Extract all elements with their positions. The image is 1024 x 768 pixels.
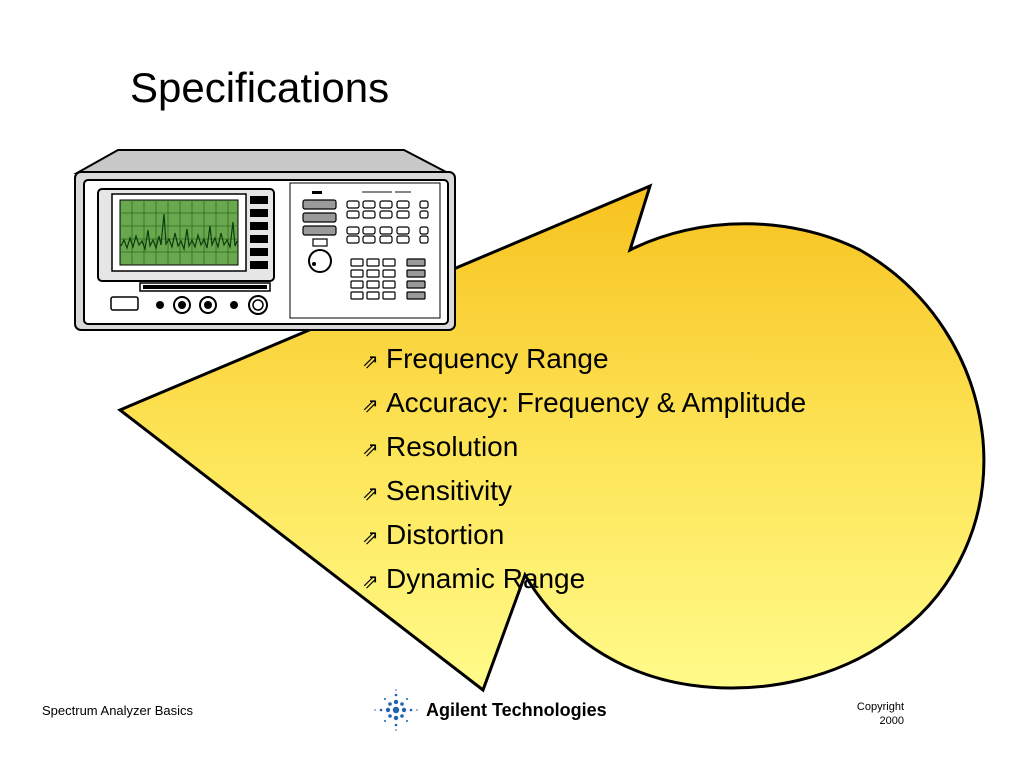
spectrum-trace [120,213,238,252]
bullet-text: Resolution [386,431,519,462]
logo-wordmark: Agilent Technologies [426,700,607,720]
arrow-up-right-icon: ⇗ [362,525,379,549]
bullet-list: ⇗ Frequency Range ⇗ Accuracy: Frequency & … [362,338,806,602]
bullet-text: Frequency Range [386,343,609,374]
arrow-up-right-icon: ⇗ [362,437,379,461]
tuning-knob [308,249,332,273]
list-item: ⇗ Dynamic Range [362,558,806,602]
list-item: ⇗ Frequency Range [362,338,806,382]
arrow-shape [117,183,986,693]
bullet-text: Accuracy: Frequency & Amplitude [386,387,807,418]
copyright-year: 2000 [879,715,904,727]
list-item: ⇗ Accuracy: Frequency & Amplitude [362,382,806,426]
arrow-up-right-icon: ⇗ [362,393,379,417]
copyright-label: Copyright [856,701,904,713]
footer-course-title: Spectrum Analyzer Basics [42,703,194,718]
agilent-logo: Agilent Technologies [372,688,617,732]
page-title: Specifications [130,64,390,111]
copyright-notice: Copyright 2000 [857,700,904,728]
arrow-up-right-icon: ⇗ [362,349,379,373]
arrow-up-right-icon: ⇗ [362,569,379,593]
list-item: ⇗ Distortion [362,514,806,558]
bullet-text: Sensitivity [386,475,513,506]
arrow-up-right-icon: ⇗ [362,481,379,505]
bullet-text: Dynamic Range [386,563,586,594]
list-item: ⇗ Resolution [362,426,806,470]
agilent-spark-icon [374,689,418,731]
list-item: ⇗ Sensitivity [362,470,806,514]
analyzer-screen [119,199,239,266]
bullet-text: Distortion [386,519,505,550]
